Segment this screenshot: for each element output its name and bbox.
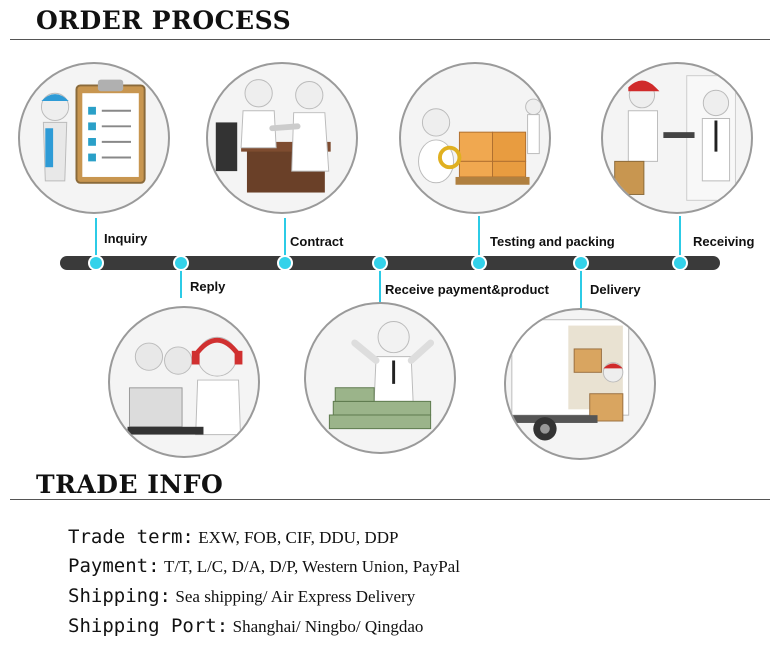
timeline-connector [580,268,582,308]
clipboard-checklist-icon [18,62,170,214]
shipping-port-row: Shipping Port: Shanghai/ Ningbo/ Qingdao [68,615,423,637]
step-label-inquiry: Inquiry [104,231,148,246]
timeline-dot [372,255,388,271]
timeline-connector [284,218,286,260]
customer-service-headset-icon [108,306,260,458]
timeline-dot [277,255,293,271]
inspection-packing-icon [399,62,551,214]
step-label-reply: Reply [190,279,226,294]
money-stack-icon [304,302,456,454]
step-label-contract: Contract [290,234,344,249]
timeline-connector [478,216,480,260]
timeline-connector [180,268,182,298]
trade-term-key: Trade term: [68,526,194,548]
timeline-bar [60,256,720,270]
payment-key: Payment: [68,555,160,577]
shipping-value: Sea shipping/ Air Express Delivery [175,587,416,606]
timeline-connector [95,218,97,260]
trade-term-row: Trade term: EXW, FOB, CIF, DDU, DDP [68,526,398,548]
timeline-connector [379,268,381,302]
payment-row: Payment: T/T, L/C, D/A, D/P, Western Uni… [68,555,460,577]
payment-value: T/T, L/C, D/A, D/P, Western Union, PayPa… [163,557,460,576]
shipping-row: Shipping: Sea shipping/ Air Express Deli… [68,585,415,607]
package-receiving-icon [601,62,753,214]
trade-info-divider [10,499,770,500]
step-label-receive-payment: Receive payment&product [385,282,549,297]
trade-term-value: EXW, FOB, CIF, DDU, DDP [198,528,399,547]
timeline-dot [88,255,104,271]
step-label-testing-packing: Testing and packing [490,234,615,249]
timeline-dot [672,255,688,271]
timeline-dot [573,255,589,271]
order-process-title: ORDER PROCESS [36,6,292,35]
timeline-dot [173,255,189,271]
delivery-truck-icon [504,308,656,460]
timeline-dot [471,255,487,271]
handshake-icon [206,62,358,214]
step-label-receiving: Receiving [693,234,755,249]
step-label-delivery: Delivery [590,282,641,297]
shipping-port-value: Shanghai/ Ningbo/ Qingdao [232,617,424,636]
timeline-connector [679,216,681,260]
shipping-port-key: Shipping Port: [68,615,229,637]
order-process-divider [10,39,770,40]
trade-info-title: TRADE INFO [36,470,224,499]
shipping-key: Shipping: [68,585,171,607]
